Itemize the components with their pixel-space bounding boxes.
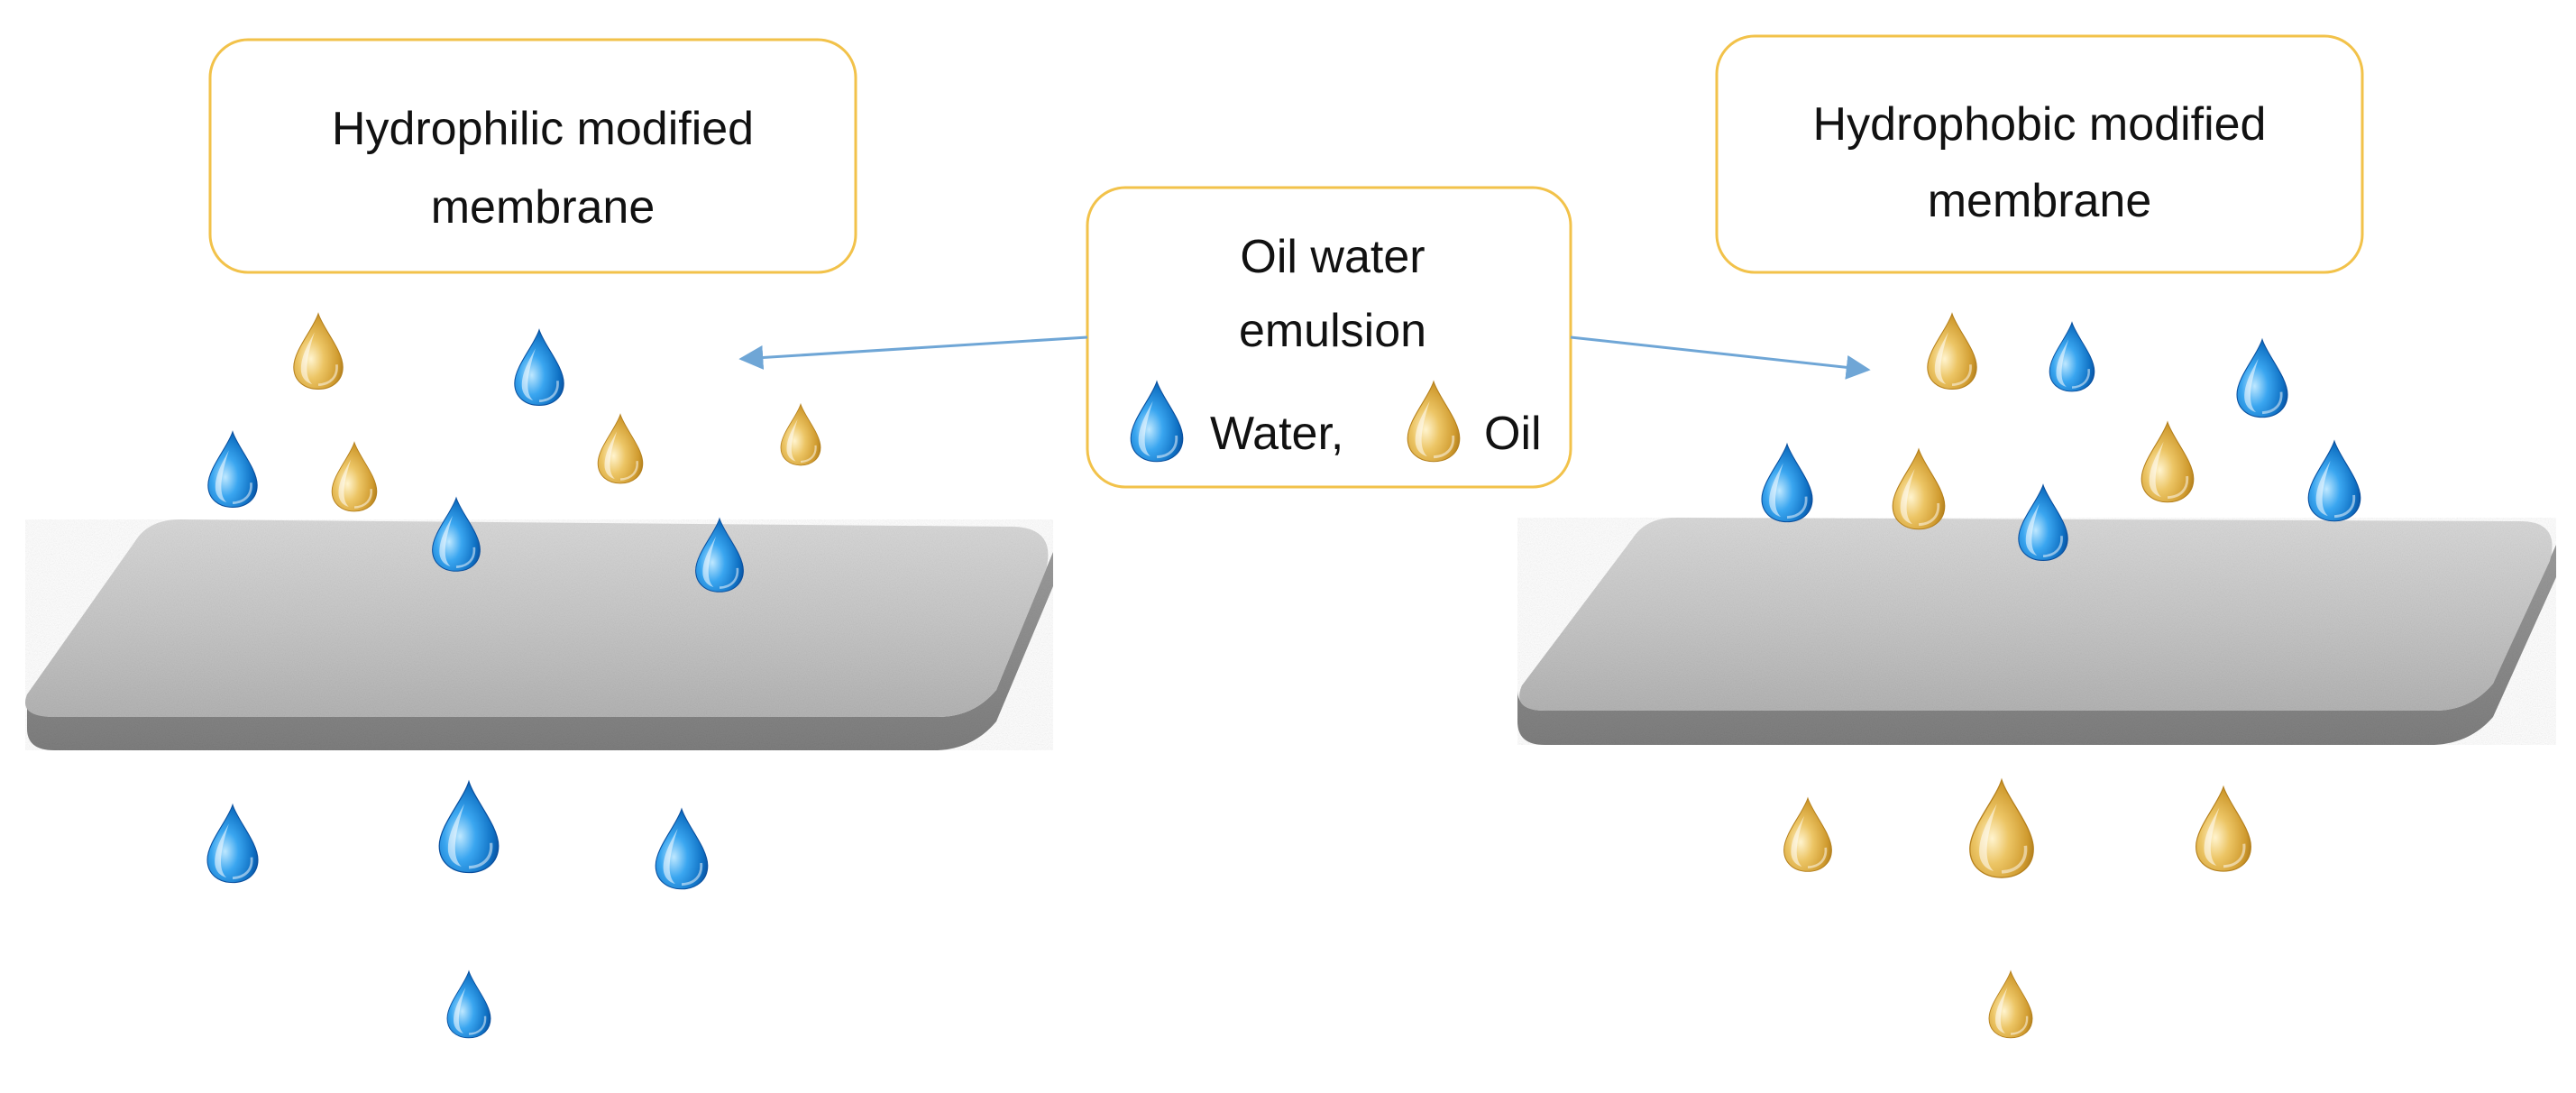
right-membrane bbox=[1517, 518, 2556, 745]
left-above-water-drop-icon-1 bbox=[514, 328, 564, 406]
left-membrane bbox=[25, 519, 1053, 750]
drops-layer bbox=[206, 312, 2361, 1039]
arrow-to-right-membrane bbox=[1570, 335, 1871, 380]
right-above-water-drop-icon-1 bbox=[2049, 321, 2095, 392]
left-panel: Hydrophilic modified membrane bbox=[25, 38, 1053, 750]
right-below-oil-drop-icon-2 bbox=[2196, 785, 2251, 872]
left-below-water-drop-icon-3 bbox=[446, 969, 491, 1039]
left-membrane-top bbox=[25, 519, 1049, 717]
right-above-oil-drop-icon-4 bbox=[1892, 447, 1946, 530]
left-above-water-drop-icon-7 bbox=[695, 517, 744, 592]
legend-water-drop-icon bbox=[1130, 380, 1184, 463]
left-below-water-drop-icon-2 bbox=[655, 807, 709, 890]
left-below-water-drop-icon-1 bbox=[438, 779, 500, 874]
left-above-oil-drop-icon-5 bbox=[780, 402, 821, 466]
left-below-water-drop-icon-0 bbox=[206, 803, 259, 884]
right-below-oil-drop-icon-1 bbox=[1969, 777, 2034, 878]
left-above-oil-drop-icon-4 bbox=[597, 413, 644, 484]
left-above-water-drop-icon-6 bbox=[432, 496, 481, 572]
right-above-water-drop-icon-3 bbox=[1761, 442, 1813, 523]
arrow-to-left-membrane bbox=[738, 335, 1088, 370]
right-label-line2: membrane bbox=[1928, 175, 2152, 227]
left-membrane-side bbox=[27, 552, 1053, 750]
legend-water-label: Water, bbox=[1210, 408, 1343, 460]
right-below-oil-drop-icon-0 bbox=[1783, 796, 1832, 872]
left-above-oil-drop-icon-3 bbox=[331, 441, 378, 512]
right-above-oil-drop-icon-0 bbox=[1927, 312, 1977, 390]
left-label-line2: membrane bbox=[431, 181, 655, 234]
legend-title-line1: Oil water bbox=[1240, 231, 1425, 283]
left-above-oil-drop-icon-0 bbox=[293, 312, 344, 390]
left-label-line1: Hydrophilic modified bbox=[332, 103, 754, 155]
right-below-oil-drop-icon-3 bbox=[1988, 969, 2033, 1039]
left-above-water-drop-icon-2 bbox=[207, 430, 258, 508]
right-label-box bbox=[1715, 34, 2364, 274]
right-panel: Hydrophobic modified membrane bbox=[1517, 34, 2556, 745]
right-label-line1: Hydrophobic modified bbox=[1813, 98, 2267, 151]
right-membrane-side bbox=[1517, 545, 2556, 745]
right-above-oil-drop-icon-5 bbox=[2141, 420, 2195, 503]
right-above-water-drop-icon-6 bbox=[2018, 483, 2068, 561]
left-label-box bbox=[208, 38, 857, 274]
legend-oil-drop-icon bbox=[1407, 380, 1461, 463]
right-above-water-drop-icon-2 bbox=[2236, 337, 2288, 418]
right-membrane-top bbox=[1519, 518, 2553, 711]
legend-title-line2: emulsion bbox=[1239, 305, 1426, 357]
right-above-water-drop-icon-7 bbox=[2307, 439, 2361, 522]
legend-oil-label: Oil bbox=[1484, 408, 1542, 460]
